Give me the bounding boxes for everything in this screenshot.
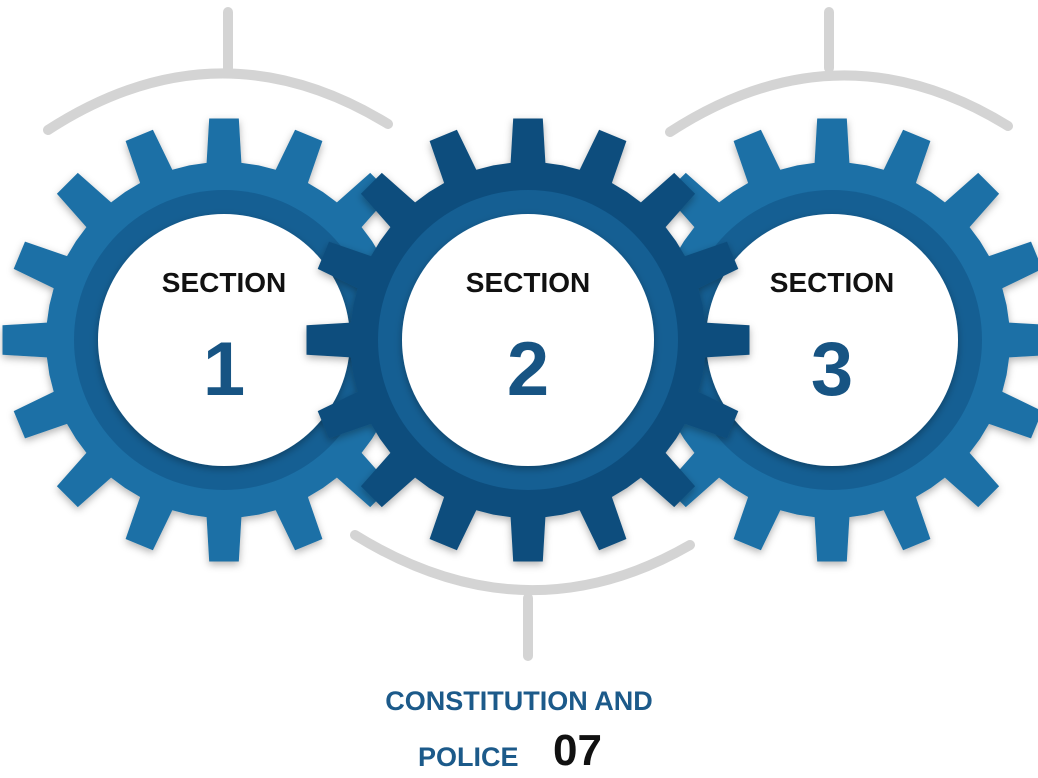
gear-3: SECTION 3	[610, 118, 1038, 562]
gear-3-number: 3	[811, 327, 853, 412]
gear-1-face	[98, 214, 350, 466]
gear-3-face	[706, 214, 958, 466]
footer-word: POLICE	[418, 742, 519, 772]
top-right-arc	[665, 70, 1013, 137]
connector-arcs	[43, 7, 1013, 661]
gear-3-label: SECTION	[770, 267, 894, 298]
top-left-arc	[43, 68, 393, 135]
gear-1: SECTION 1	[2, 118, 446, 562]
gears: SECTION 1 SECTION 3 SECTION 2	[2, 118, 1038, 562]
gear-2-number: 2	[507, 327, 549, 412]
gear-1-number: 1	[203, 327, 245, 412]
gear-2: SECTION 2	[306, 118, 750, 562]
gear-1-label: SECTION	[162, 267, 286, 298]
footer-line: POLICE 07	[0, 726, 1038, 776]
gear-2-face	[402, 214, 654, 466]
gear-2-label: SECTION	[466, 267, 590, 298]
footer-title: CONSTITUTION AND	[385, 686, 653, 716]
page-number: 07	[553, 726, 602, 775]
bottom-arc	[350, 530, 695, 595]
